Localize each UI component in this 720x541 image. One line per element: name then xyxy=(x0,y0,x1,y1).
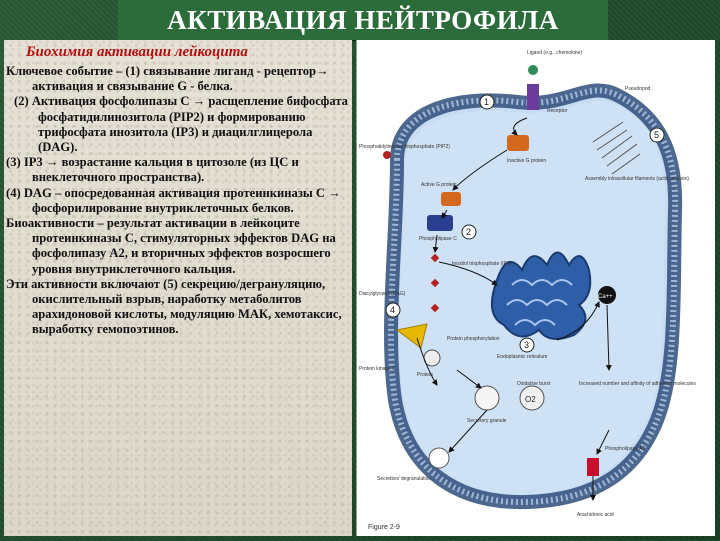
text-panel xyxy=(4,40,352,536)
paragraph-ip3: (3) IP3 → возрастание кальция в цитозоле… xyxy=(6,155,299,185)
pip2-icon xyxy=(383,151,391,159)
phospholipase-c-icon xyxy=(427,215,453,231)
step-1-label: 1 xyxy=(484,97,489,107)
er-label: Endoplasmic reticulum xyxy=(497,354,547,360)
degranulation-icon xyxy=(428,447,450,469)
step-2-label: 2 xyxy=(466,227,471,237)
pla2-label: Phospholipase A2 xyxy=(605,446,645,452)
secretory-label: Secretory granule xyxy=(467,418,507,424)
adhesion-label: Increased number and affinity of adhesio… xyxy=(579,381,696,387)
protein-label: Protein xyxy=(417,372,433,378)
ip3-label: Inositol trisphosphate (IP3) xyxy=(452,261,512,267)
actin-label: Assembly intracellular filaments (actin,… xyxy=(585,176,689,182)
step-4-label: 4 xyxy=(390,305,395,315)
actin-filaments xyxy=(592,121,641,175)
secretory-granule-icon xyxy=(474,385,500,411)
active-g-label: Active G protein xyxy=(421,182,457,188)
degranulation-label: Secretion/ degranulation xyxy=(377,476,431,482)
arachidonic-label: Arachidonic acid xyxy=(577,512,614,518)
plc-label: Phospholipase C xyxy=(419,236,457,242)
paragraph-activities: Эти активности включают (5) секрецию/дег… xyxy=(6,276,342,337)
ca-label: Ca++ xyxy=(598,294,613,300)
ligand-label: Ligand (e.g., chemokine) xyxy=(527,50,582,56)
receptor-label: Receptor xyxy=(547,108,568,114)
neutrophil-diagram: O2 Ca++ 1 2 3 xyxy=(359,50,696,518)
figure-caption: Figure 2-9 xyxy=(368,524,400,531)
phospho-label: Protein phosphorylation xyxy=(447,336,500,342)
step-3-label: 3 xyxy=(524,340,529,350)
ligand-icon xyxy=(528,65,538,75)
active-g-protein-icon xyxy=(441,192,461,206)
o2-icon xyxy=(519,385,545,411)
ip3-icon xyxy=(430,253,440,313)
body-text: Ключевое событие – (1) связывание лиганд… xyxy=(6,64,350,338)
step-markers: 1 2 3 4 5 xyxy=(385,94,665,353)
figure-panel: O2 Ca++ 1 2 3 xyxy=(356,40,715,536)
pseudopod-label: Pseudopod xyxy=(625,86,651,92)
paragraph-dag: (4) DAG – опосредованная активация проте… xyxy=(6,185,341,215)
g-protein-icon xyxy=(507,135,529,151)
slide-title: АКТИВАЦИЯ НЕЙТРОФИЛА xyxy=(167,4,559,35)
dag-label: Diacylglycerol (DAG) xyxy=(359,291,406,297)
pkc-label: Protein kinase C xyxy=(359,366,396,372)
title-bar: АКТИВАЦИЯ НЕЙТРОФИЛА xyxy=(118,0,608,41)
protein-kinase-c-icon xyxy=(395,323,428,349)
subtitle: Биохимия активации лейкоцита xyxy=(26,44,248,60)
o2-label: O2 xyxy=(525,395,536,404)
paragraph-bioactivity: Биоактивности – результат активации в ле… xyxy=(6,216,336,276)
ca-ion-icon xyxy=(598,286,616,304)
paragraph-key-event: Ключевое событие – (1) связывание лиганд… xyxy=(6,64,329,94)
pip2-label: Phosphatidylinositol bisphosphate (PIP2) xyxy=(359,144,450,150)
oxidative-label: Oxidative burst xyxy=(517,381,551,387)
receptor-icon xyxy=(527,84,539,110)
phospholipase-a2-icon xyxy=(587,458,599,476)
g-protein-label: Inactive G protein xyxy=(507,158,546,164)
step-5-label: 5 xyxy=(654,130,659,140)
endoplasmic-reticulum xyxy=(490,251,592,340)
paragraph-phospholipase-c: (2) Активация фосфолипазы C → расщеплени… xyxy=(14,94,348,155)
